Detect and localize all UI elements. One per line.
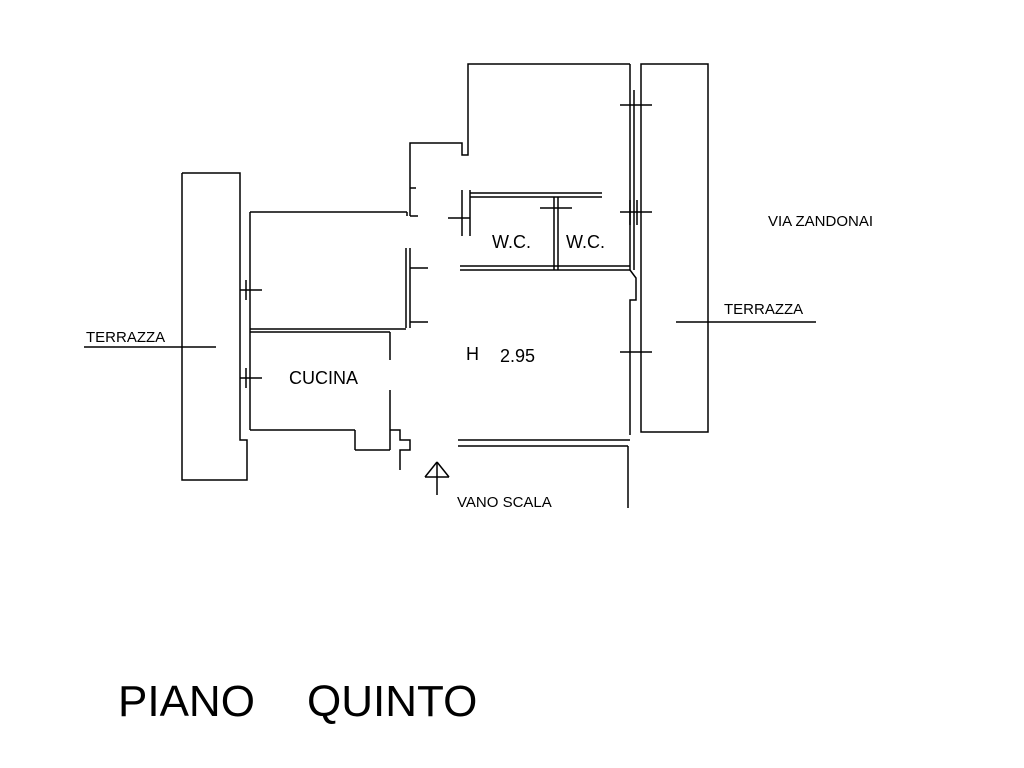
lower-walls	[390, 429, 630, 508]
stair-arrow-icon	[424, 461, 450, 495]
stairwell-label: VANO SCALA	[457, 494, 552, 511]
kitchen-label: CUCINA	[289, 368, 359, 388]
apartment-left-walls	[249, 211, 408, 451]
apartment-right-walls	[620, 64, 652, 435]
wc2-label: W.C.	[566, 232, 605, 252]
wc1-label: W.C.	[492, 232, 531, 252]
ceiling-height-prefix: H	[466, 344, 479, 364]
floor-title-word2: QUINTO	[307, 677, 478, 726]
left-terrace	[181, 172, 262, 481]
right-terrace	[640, 63, 709, 433]
wc-block	[448, 190, 630, 271]
interior-partition	[390, 248, 428, 330]
upper-entry-wall	[409, 63, 630, 217]
terrace-left-label: TERRAZZA	[86, 329, 166, 346]
terrace-right-label: TERRAZZA	[724, 301, 804, 318]
street-label: VIA ZANDONAI	[768, 213, 874, 230]
floor-title-word1: PIANO	[118, 677, 255, 726]
ceiling-height-value: 2.95	[500, 346, 536, 366]
